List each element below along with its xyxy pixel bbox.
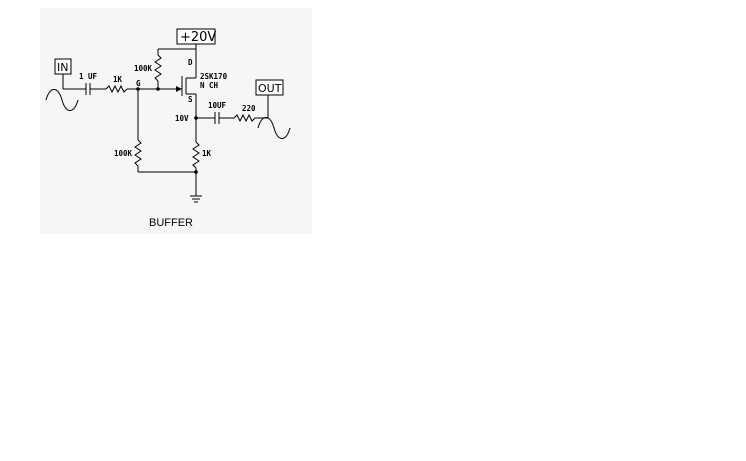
bias-res-label: 100K	[114, 149, 133, 158]
gate-node-label: G	[136, 79, 141, 88]
drain-pin-label: D	[188, 58, 193, 67]
output-cap-label: 10UF	[208, 101, 227, 110]
output-sine-icon	[257, 117, 291, 139]
supply-label: +20V	[180, 30, 216, 45]
source-res-label: 1K	[202, 149, 212, 158]
source-voltage-label: 10V	[175, 114, 189, 123]
drain-resistor-label: 100K	[134, 64, 153, 73]
series-res-label: 1K	[113, 75, 123, 84]
schematic-panel	[40, 8, 312, 234]
input-label: IN	[57, 61, 68, 74]
jfet-transistor: D S 2SK170 N CH	[158, 49, 228, 118]
drain-res-junction	[156, 87, 160, 91]
ground	[138, 170, 202, 203]
series-resistor: 1K	[90, 75, 158, 94]
output-capacitor: 10UF	[196, 101, 234, 124]
input-port: IN	[45, 58, 86, 111]
output-res-label: 220	[242, 104, 256, 113]
diagram-title: BUFFER	[149, 217, 193, 229]
bias-resistor: 100K	[114, 89, 142, 172]
jfet-arrow-icon	[176, 86, 182, 92]
output-box	[255, 79, 284, 96]
output-label: OUT	[258, 82, 282, 95]
output-port: OUT	[255, 79, 291, 139]
source-pin-label: S	[188, 95, 193, 104]
transistor-type-label: N CH	[200, 81, 219, 90]
input-sine-icon	[45, 89, 79, 111]
supply-rail: +20V	[158, 28, 216, 50]
input-cap-label: 1 UF	[79, 72, 98, 81]
transistor-part-label: 2SK170	[200, 72, 228, 81]
